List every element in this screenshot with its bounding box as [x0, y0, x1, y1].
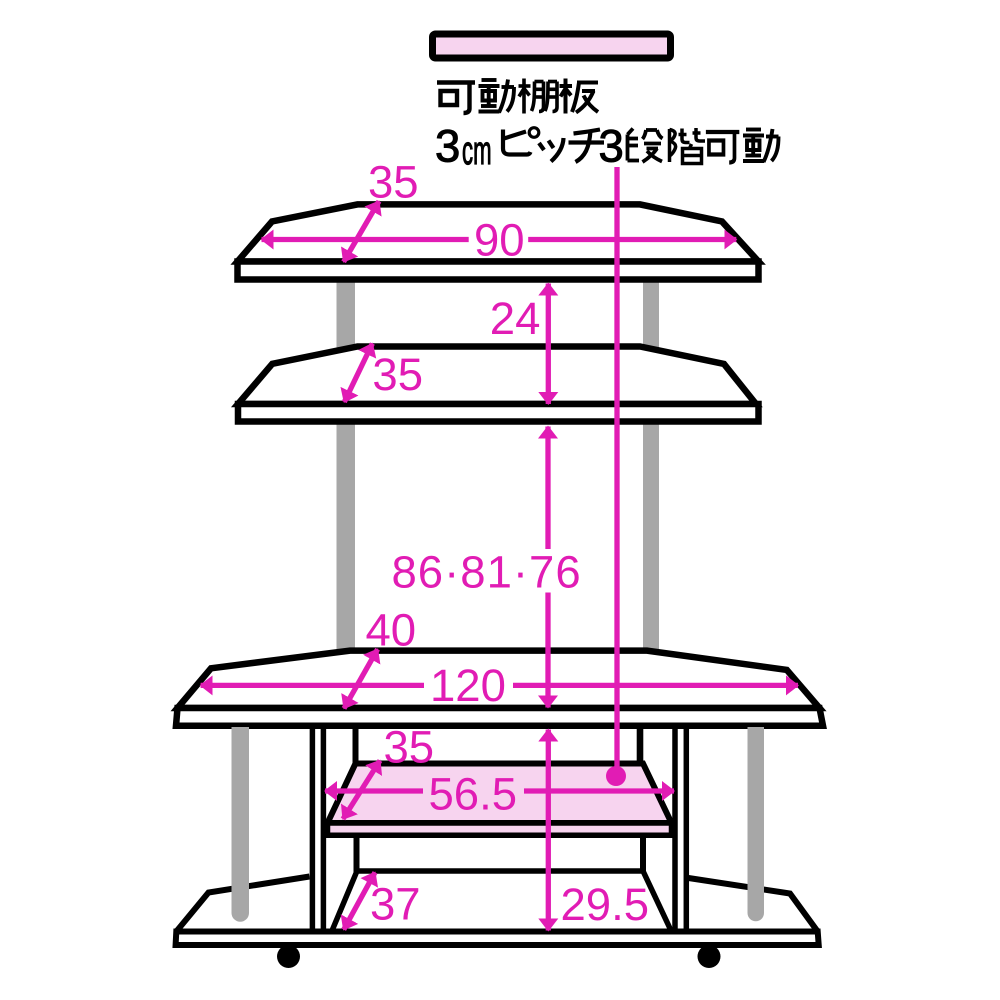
svg-text:86·81·76: 86·81·76 — [392, 547, 582, 598]
svg-text:35: 35 — [384, 722, 435, 773]
svg-text:35: 35 — [368, 157, 419, 208]
svg-text:56.5: 56.5 — [429, 769, 518, 820]
svg-text:29.5: 29.5 — [561, 879, 650, 930]
svg-text:24: 24 — [490, 293, 541, 344]
svg-text:3: 3 — [435, 121, 460, 172]
svg-text:35: 35 — [372, 349, 423, 400]
svg-text:3: 3 — [599, 121, 624, 172]
svg-text:40: 40 — [366, 605, 417, 656]
svg-text:37: 37 — [370, 879, 421, 930]
svg-text:120: 120 — [430, 660, 506, 711]
svg-text:90: 90 — [474, 215, 525, 266]
svg-text:cm: cm — [462, 129, 492, 173]
